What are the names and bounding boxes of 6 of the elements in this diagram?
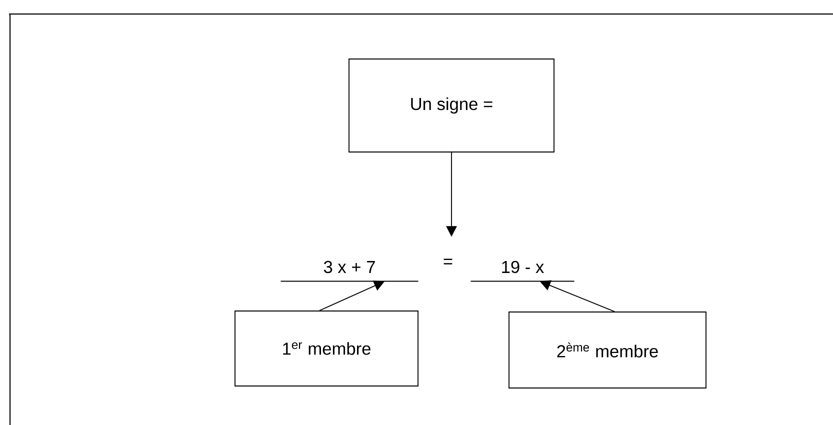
underlined-expression: 3 x + 7 — [280, 260, 419, 282]
equals-sign: = — [444, 258, 452, 264]
label-box: 2$^{ème}$ membre — [508, 312, 706, 388]
label-box: 1$^{er}$ membre — [234, 310, 418, 386]
label-box: Un signe = — [348, 58, 554, 152]
underlined-expression: 19 - x — [470, 260, 575, 282]
